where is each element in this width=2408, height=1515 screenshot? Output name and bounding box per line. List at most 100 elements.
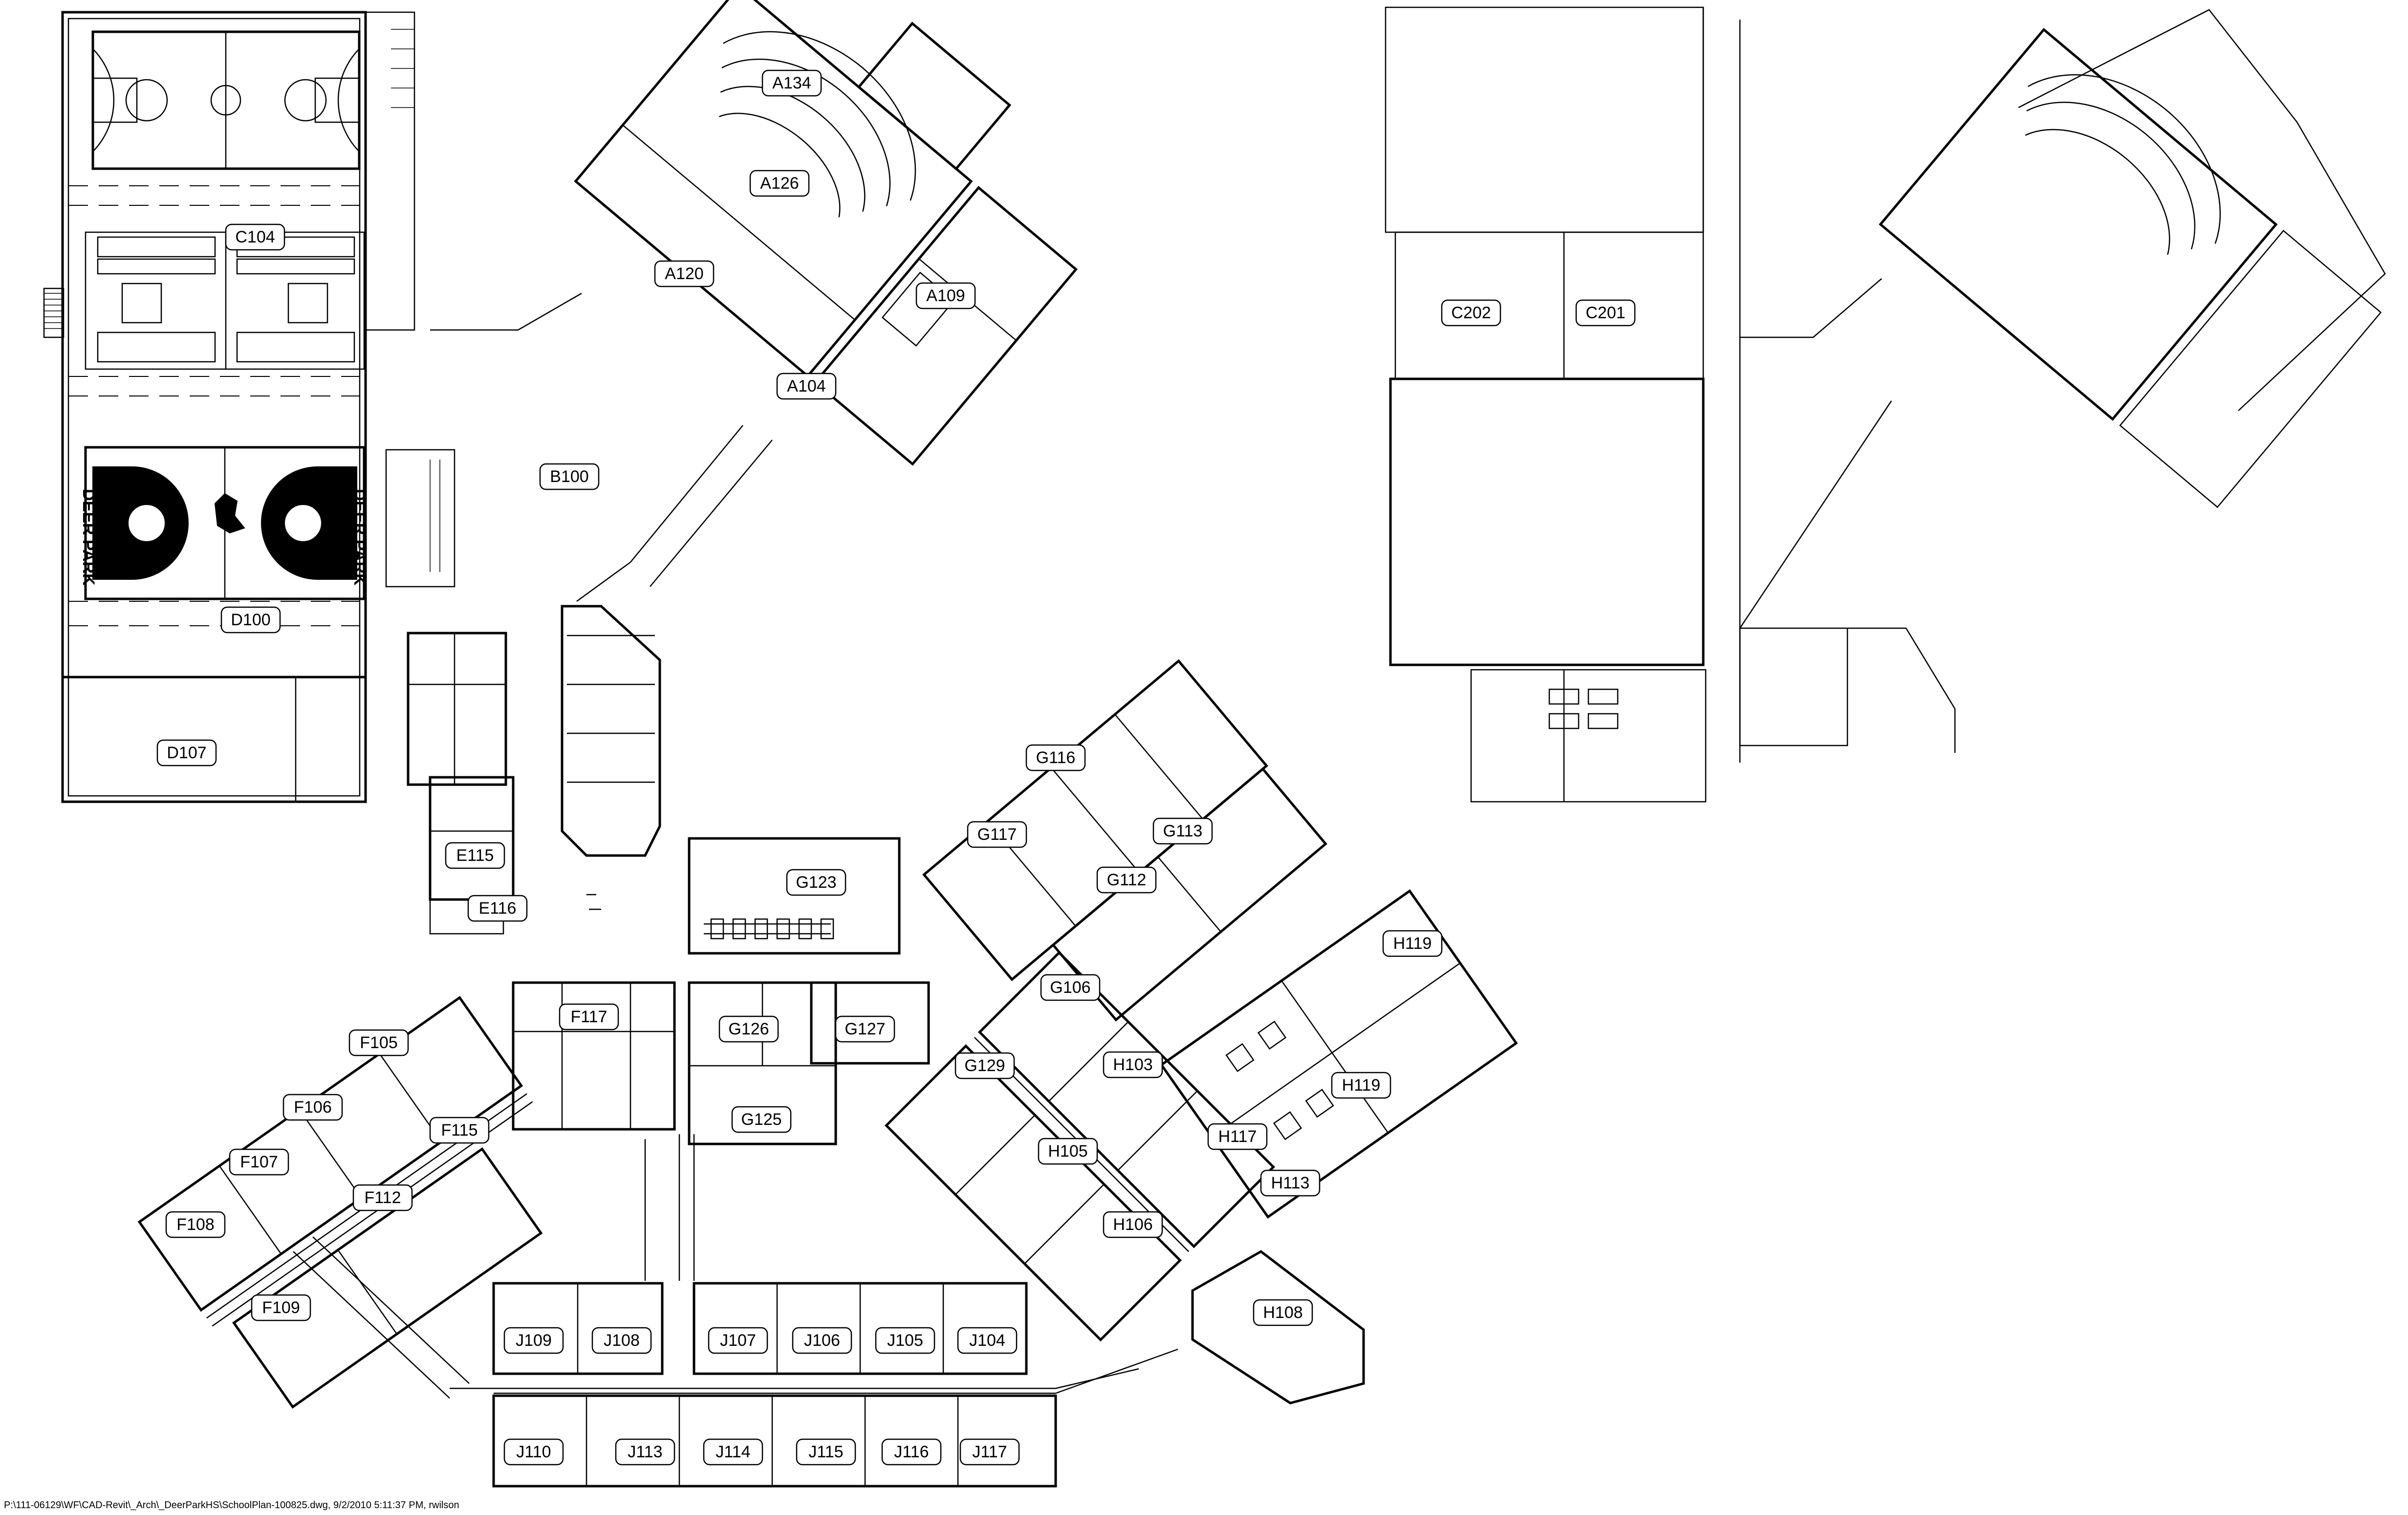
wing-j (450, 1282, 1178, 1488)
room-tag-j116: J116 (881, 1438, 942, 1466)
room-label: J115 (808, 1443, 843, 1461)
room-tag-h105: H105 (1038, 1138, 1098, 1165)
room-label: D107 (167, 744, 206, 762)
room-tag-d100: D100 (220, 606, 281, 634)
room-label: J109 (516, 1331, 552, 1350)
room-tag-a120: A120 (654, 260, 715, 287)
room-label: J110 (516, 1443, 551, 1461)
middle-blocks (512, 981, 930, 1281)
room-label: G106 (1050, 978, 1090, 997)
room-tag-j117: J117 (959, 1438, 1020, 1466)
room-label: H108 (1263, 1303, 1302, 1322)
room-tag-h103: H103 (1103, 1051, 1163, 1078)
room-label: G113 (1163, 822, 1203, 840)
room-tag-j109: J109 (503, 1327, 564, 1354)
room-label: H103 (1113, 1055, 1152, 1074)
room-tag-g112: G112 (1096, 866, 1157, 894)
wing-h-east (1159, 889, 1518, 1219)
court-text-right: DEER PARK (350, 489, 369, 586)
room-tag-j104: J104 (957, 1327, 1018, 1354)
room-label: J117 (972, 1443, 1007, 1461)
room-tag-g125: G125 (731, 1106, 792, 1133)
room-label: B100 (550, 467, 588, 486)
room-tag-c104: C104 (225, 223, 285, 251)
room-label: D100 (231, 611, 270, 629)
room-tag-h117: H117 (1207, 1123, 1268, 1150)
room-tag-f109: F109 (251, 1294, 311, 1321)
mascot-logo (214, 493, 245, 534)
room-tag-h113: H113 (1260, 1169, 1321, 1197)
room-label: A104 (787, 377, 825, 395)
room-label: H106 (1113, 1215, 1152, 1234)
gym-block: DEER PARK DEER PARK (43, 11, 456, 803)
room-label: F108 (176, 1215, 215, 1234)
room-tag-j113: J113 (615, 1438, 675, 1466)
room-label: G129 (964, 1056, 1005, 1075)
room-label: A109 (926, 286, 965, 305)
room-label: C201 (1585, 304, 1625, 322)
room-tag-d107: D107 (156, 739, 217, 767)
room-label: G127 (845, 1020, 885, 1038)
room-tag-g106: G106 (1040, 974, 1101, 1001)
wing-g (688, 659, 1327, 1022)
room-label: F117 (571, 1008, 607, 1026)
room-tag-j105: J105 (875, 1327, 935, 1354)
room-label: E115 (456, 846, 494, 865)
room-tag-g123: G123 (786, 869, 846, 896)
room-tag-e115: E115 (445, 842, 505, 869)
room-tag-h106: H106 (1103, 1211, 1163, 1238)
room-label: J107 (720, 1331, 756, 1350)
room-tag-c201: C201 (1575, 299, 1636, 327)
room-label: H105 (1048, 1142, 1087, 1161)
room-tag-c202: C202 (1441, 299, 1501, 327)
room-tag-a109: A109 (915, 282, 976, 309)
wing-f-diagonal-corridor (293, 1236, 470, 1399)
room-label: F105 (360, 1033, 398, 1052)
room-tag-e116: E116 (467, 895, 528, 922)
room-label: F109 (262, 1298, 300, 1317)
room-label: J113 (628, 1443, 662, 1461)
upper-floor-plan (1385, 6, 2386, 803)
room-tag-f107: F107 (229, 1148, 289, 1176)
room-label: G117 (977, 825, 1017, 844)
room-tag-g129: G129 (955, 1052, 1015, 1079)
room-tag-h119: H119 (1331, 1072, 1391, 1099)
room-tag-f106: F106 (282, 1094, 343, 1121)
room-label: F115 (441, 1121, 478, 1140)
room-label: A126 (760, 174, 799, 193)
room-label: J116 (894, 1443, 929, 1461)
room-tag-j115: J115 (796, 1438, 856, 1466)
room-tag-j108: J108 (591, 1327, 652, 1354)
room-label: J105 (887, 1331, 923, 1350)
room-tag-g116: G116 (1025, 744, 1086, 771)
room-tag-a134: A134 (761, 69, 822, 97)
room-tag-j106: J106 (792, 1327, 852, 1354)
room-label: F106 (294, 1098, 332, 1117)
room-label: J108 (604, 1331, 640, 1350)
wing-a (574, 0, 1078, 466)
room-label: F107 (240, 1153, 278, 1171)
room-label: C202 (1451, 304, 1491, 322)
room-label: C104 (235, 228, 275, 246)
room-label: A120 (665, 264, 703, 283)
room-tag-g113: G113 (1152, 817, 1213, 845)
room-tag-j114: J114 (703, 1438, 763, 1466)
wing-h-south (1191, 1250, 1365, 1405)
room-tag-f108: F108 (165, 1211, 226, 1238)
room-label: J104 (969, 1331, 1005, 1350)
room-label: H119 (1393, 934, 1432, 953)
room-label: E116 (479, 899, 517, 918)
room-tag-h119: H119 (1382, 930, 1443, 957)
room-label: G116 (1036, 748, 1076, 767)
room-label: H113 (1271, 1174, 1310, 1192)
room-label: G125 (741, 1110, 781, 1129)
room-label: J114 (716, 1443, 750, 1461)
room-label: F112 (365, 1188, 401, 1207)
room-label: H119 (1342, 1076, 1381, 1095)
center-block (407, 605, 661, 935)
room-tag-f105: F105 (348, 1029, 409, 1056)
room-tag-f117: F117 (559, 1003, 619, 1031)
room-tag-a104: A104 (776, 373, 837, 400)
